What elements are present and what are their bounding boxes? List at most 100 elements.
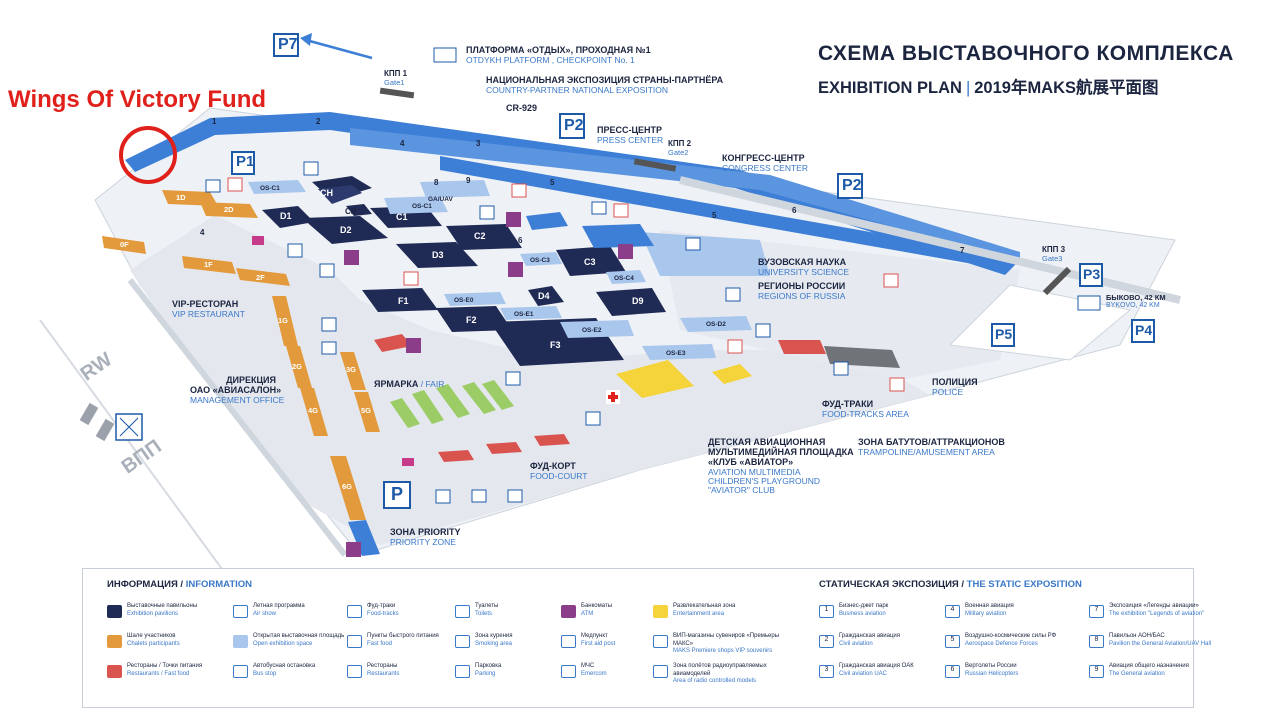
priority-zone-label[interactable]: ЗОНА PRIORITY PRIORITY ZONE — [390, 527, 461, 547]
main-road[interactable] — [125, 112, 1020, 275]
apron-road[interactable] — [440, 156, 1000, 267]
parking-p2-north[interactable] — [559, 113, 585, 139]
static-marker-7[interactable]: 7 — [960, 246, 965, 255]
press-center-building[interactable] — [526, 212, 568, 230]
os-c1-east[interactable] — [384, 196, 448, 214]
gate3-label[interactable]: КПП 3 Gate3 — [1042, 245, 1065, 263]
congress-center-label[interactable]: КОНГРЕСС-ЦЕНТР CONGRESS CENTER — [722, 153, 808, 173]
vip-restaurant[interactable] — [374, 334, 412, 352]
fair-stall-3[interactable] — [436, 384, 470, 418]
os-e0[interactable] — [444, 292, 506, 306]
management-office-label[interactable]: ДИРЕКЦИЯ ОАО «АВИАСАЛОН» MANAGEMENT OFFI… — [190, 375, 284, 405]
chalet-0f[interactable] — [102, 236, 146, 254]
chalet-2g[interactable] — [286, 346, 312, 388]
fair-stall-5[interactable] — [482, 380, 514, 410]
static-marker-2[interactable]: 2 — [316, 117, 321, 126]
os-c4[interactable] — [606, 270, 646, 284]
os-e2[interactable] — [560, 320, 634, 338]
gate2-label[interactable]: КПП 2 Gate2 — [668, 139, 691, 157]
atm-marker-6[interactable] — [346, 542, 361, 557]
parking-p1[interactable] — [231, 151, 255, 175]
static-marker-6[interactable]: 6 — [792, 206, 797, 215]
static-marker-6-west[interactable]: 6 — [518, 236, 523, 245]
chalet-1f[interactable] — [182, 256, 236, 274]
chalet-4g[interactable] — [300, 388, 328, 436]
university-science-label[interactable]: ВУЗОВСКАЯ НАУКА UNIVERSITY SCIENCE — [758, 257, 849, 277]
static-marker-4-west[interactable]: 4 — [200, 228, 205, 237]
runway-strip[interactable] — [350, 128, 1020, 262]
press-center-label[interactable]: ПРЕСС-ЦЕНТР PRESS CENTER — [597, 125, 663, 145]
airshow-icon — [321, 341, 337, 355]
os-c1-west[interactable] — [248, 180, 306, 194]
regions-label[interactable]: РЕГИОНЫ РОССИИ REGIONS OF RUSSIA — [758, 281, 845, 301]
police-label[interactable]: ПОЛИЦИЯ POLICE — [932, 377, 978, 397]
gate1-label[interactable]: КПП 1 Gate1 — [384, 69, 407, 87]
chalet-6g[interactable] — [330, 456, 366, 520]
bykovo-label[interactable]: БЫКОВО, 42 КМ BYKOVO, 42 KM — [1106, 293, 1166, 310]
static-marker-4[interactable]: 4 — [400, 139, 405, 148]
fair-stall-1[interactable] — [390, 398, 420, 428]
fair-stall-4[interactable] — [462, 382, 496, 414]
chalet-1d[interactable] — [162, 190, 218, 206]
congress-center-building[interactable] — [582, 224, 654, 248]
national-exposition-label[interactable]: НАЦИОНАЛЬНАЯ ЭКСПОЗИЦИЯ СТРАНЫ-ПАРТНЁРА … — [486, 75, 723, 95]
static-marker-1[interactable]: 1 — [212, 117, 217, 126]
pavilion-c2[interactable] — [446, 224, 522, 250]
food-tracks-area[interactable] — [778, 340, 826, 354]
kids-playground-label[interactable]: ДЕТСКАЯ АВИАЦИОННАЯ МУЛЬТИМЕДИЙНАЯ ПЛОЩА… — [708, 437, 854, 496]
chalet-5g[interactable] — [354, 392, 380, 432]
pavilion-d9[interactable] — [596, 288, 666, 316]
kids-playground-zone[interactable] — [616, 360, 694, 398]
trampoline-label[interactable]: ЗОНА БАТУТОВ/АТТРАКЦИОНОВ TRAMPOLINE/AMU… — [858, 437, 1005, 457]
parking-p-south[interactable] — [383, 481, 411, 509]
foodtracks-label-ru: ФУД-ТРАКИ — [822, 399, 874, 409]
parking-p7[interactable] — [273, 33, 299, 57]
os-e3[interactable] — [642, 344, 716, 360]
food-court-1[interactable] — [438, 450, 474, 462]
parking-p2-east[interactable] — [837, 173, 863, 199]
os-c1-east-label: OS-C1 — [412, 203, 432, 210]
pavilion-d3[interactable] — [396, 242, 478, 268]
food-court-3[interactable] — [534, 434, 570, 446]
chalet-2d[interactable] — [200, 202, 258, 218]
static-marker-8[interactable]: 8 — [434, 178, 439, 187]
atm-marker-2[interactable] — [344, 250, 359, 265]
fair-stall-2[interactable] — [412, 390, 444, 424]
cr929-label[interactable]: CR-929 — [506, 103, 538, 113]
chalet-2f[interactable] — [236, 268, 290, 286]
pavilion-d2[interactable] — [302, 216, 388, 244]
parking-p4[interactable] — [1131, 319, 1155, 343]
vip-restaurant-label[interactable]: VIP-РЕСТОРАН VIP RESTAURANT — [172, 299, 245, 319]
pavilion-f1[interactable] — [362, 288, 438, 312]
os-c3[interactable] — [520, 252, 562, 266]
chalet-1g[interactable] — [272, 296, 298, 346]
static-marker-5-east[interactable]: 5 — [712, 211, 717, 220]
os-congress-apron[interactable] — [640, 232, 770, 276]
priority-zone[interactable] — [348, 520, 380, 556]
ga-uav-area[interactable] — [420, 180, 490, 198]
atm-marker-4[interactable] — [618, 244, 633, 259]
atm-marker-1[interactable] — [506, 212, 521, 227]
food-court-2[interactable] — [486, 442, 522, 454]
pavilion-cr[interactable] — [346, 204, 372, 216]
food-court-label[interactable]: ФУД-КОРТ FOOD-COURT — [530, 461, 587, 481]
pavilion-d4[interactable] — [528, 286, 564, 306]
static-marker-5[interactable]: 5 — [550, 178, 555, 187]
os-d2[interactable] — [680, 316, 752, 332]
platform-label[interactable]: ПЛАТФОРМА «ОТДЫХ», ПРОХОДНАЯ №1 OTDYKH P… — [466, 45, 651, 65]
legend-item-en: ATM — [581, 610, 594, 617]
food-tracks-label[interactable]: ФУД-ТРАКИ FOOD-TRACKS AREA — [822, 399, 909, 419]
chalet-3g[interactable] — [340, 352, 366, 390]
static-marker-3[interactable]: 3 — [476, 139, 481, 148]
parking-p5[interactable] — [991, 323, 1015, 347]
os-e1[interactable] — [500, 306, 562, 320]
trampoline-zone[interactable] — [712, 364, 752, 384]
static-marker-9[interactable]: 9 — [466, 176, 471, 185]
gift-icon — [727, 339, 743, 354]
pavilion-c3[interactable] — [556, 246, 626, 276]
atm-marker-5[interactable] — [406, 338, 421, 353]
fair-label[interactable]: ЯРМАРКА / FAIR — [374, 374, 444, 392]
pavilion-d1[interactable] — [262, 206, 314, 228]
parking-p3[interactable] — [1079, 263, 1103, 287]
atm-marker-3[interactable] — [508, 262, 523, 277]
